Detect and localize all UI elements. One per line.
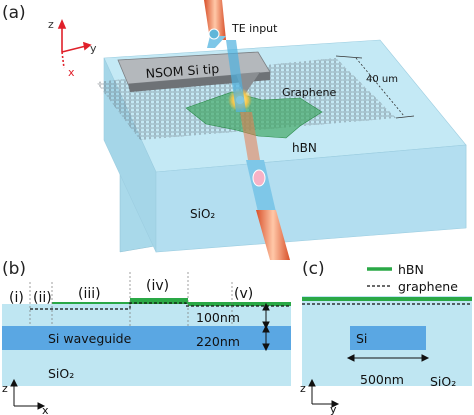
region-label-i: (i) xyxy=(9,290,24,306)
hbn-layer-right-b xyxy=(188,302,291,306)
axis-z-label-c: z xyxy=(300,382,306,395)
panel-c-label: (c) xyxy=(302,259,325,279)
dimension-marker-a xyxy=(335,55,415,119)
dimension-label-a: 40 um xyxy=(366,74,398,85)
axis-y-label-c: y xyxy=(330,403,337,415)
dim-220nm: 220nm xyxy=(196,334,240,349)
hbn-layer-b xyxy=(52,298,188,304)
substrate-front-face-main xyxy=(155,144,467,253)
axis-z-label-a: z xyxy=(48,18,54,31)
dim-100nm: 100nm xyxy=(196,310,240,325)
waveguide-beam xyxy=(226,40,246,112)
width-label-c: 500nm xyxy=(360,372,404,387)
sio2-label-b: SiO₂ xyxy=(48,366,74,381)
te-input-label: TE input xyxy=(231,22,278,35)
hbn-flake xyxy=(185,91,323,139)
panel-b-label: (b) xyxy=(2,259,26,279)
region-dividers xyxy=(29,272,233,326)
panel-b: (b) (i) (ii) (iii) (iv) (v) 1 xyxy=(2,259,291,415)
axis-y-label-a: y xyxy=(90,42,97,55)
si-waveguide-core-b xyxy=(2,326,291,350)
si-core-c xyxy=(350,326,426,350)
panel-a-label: (a) xyxy=(2,3,26,23)
region-label-ii: (ii) xyxy=(33,290,52,306)
sio2-label-c: SiO₂ xyxy=(430,374,456,389)
thickness-arrows xyxy=(262,302,270,352)
panel-a: (a) z y x xyxy=(2,0,467,260)
region-label-iii: (iii) xyxy=(78,286,101,302)
sio2-label-a: SiO₂ xyxy=(190,207,215,221)
axis-triad-c xyxy=(308,378,340,408)
region-label-v: (v) xyxy=(234,286,253,302)
legend-graphene-label: graphene xyxy=(398,279,458,294)
region-label-iv: (iv) xyxy=(146,278,169,294)
nsom-tip-label: NSOM Si tip xyxy=(145,61,220,81)
axis-x-label-a: x xyxy=(68,66,75,79)
hbn-label: hBN xyxy=(292,141,317,155)
hbn-layer-c xyxy=(302,297,472,301)
graphene-label: Graphene xyxy=(282,86,336,99)
width-arrow-c xyxy=(346,354,430,362)
si-waveguide-label: Si waveguide xyxy=(48,331,132,346)
input-fiber xyxy=(204,0,226,48)
graphene-line-b xyxy=(30,302,291,310)
axis-x-label-b: x xyxy=(42,404,49,415)
legend-hbn-label: hBN xyxy=(398,262,424,277)
output-fiber xyxy=(246,160,290,260)
panel-c: (c) hBN graphene Si 500nm SiO₂ z y xyxy=(300,259,472,415)
axis-z-label-b: z xyxy=(2,382,8,395)
si-label-c: Si xyxy=(356,331,367,346)
axis-triad-b xyxy=(10,378,46,410)
axis-triad-a xyxy=(57,18,92,69)
